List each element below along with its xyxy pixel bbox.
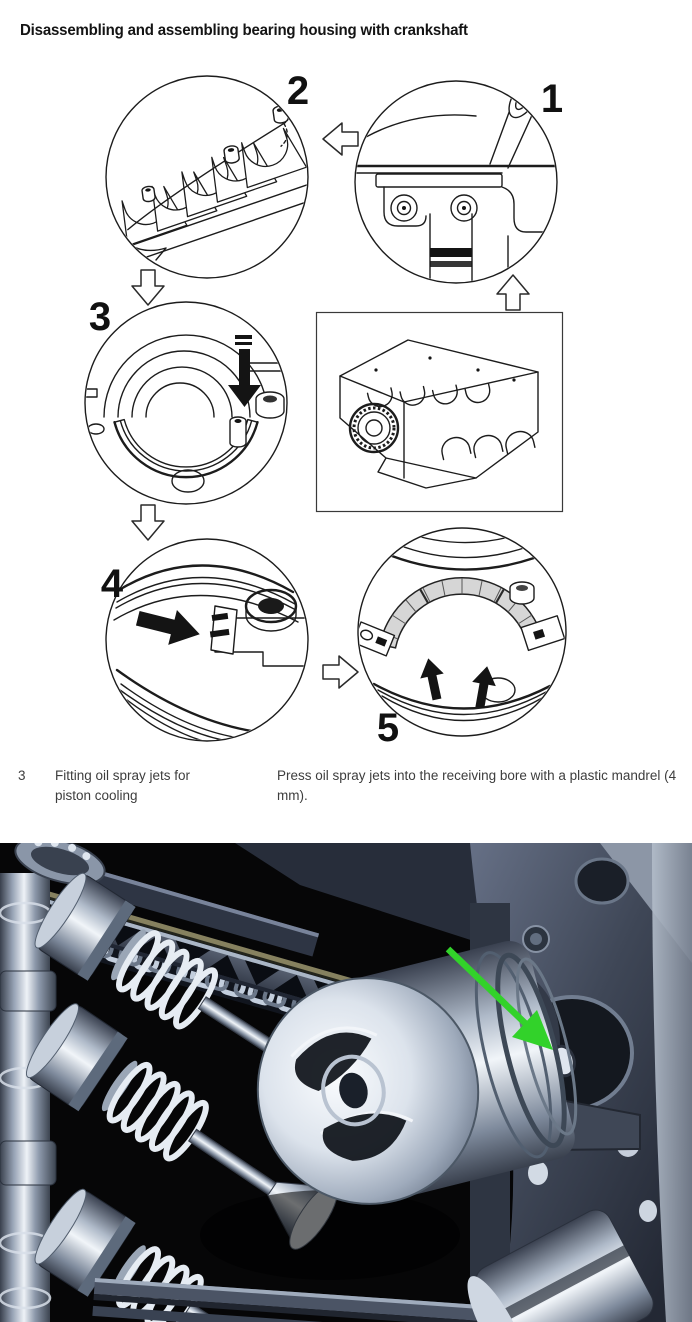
caption-instruction: Press oil spray jets into the receiving …: [277, 768, 677, 803]
point-arrow-icon: [472, 666, 496, 709]
arrow-left-icon: [322, 122, 359, 156]
bolt-icon: [390, 194, 418, 222]
arrow-right-icon: [322, 655, 359, 689]
cam-sprocket-icon: [14, 843, 106, 886]
valve-assembly: [34, 872, 283, 1059]
receiving-bore-boss: [244, 588, 298, 632]
engine-cutaway-photo: [0, 843, 692, 1322]
head-casting-beam: [235, 843, 530, 943]
arrow-down-icon: [131, 269, 165, 306]
press-direction-arrow-icon: [228, 349, 261, 407]
step-figure-3-press-jet: 3: [84, 295, 288, 505]
workflow-diagram: 2: [84, 69, 567, 750]
engine-block-frame: [315, 311, 564, 513]
oil-jet-icon: [229, 416, 247, 448]
lower-piston: [467, 1209, 654, 1322]
step-number-2: 2: [287, 69, 309, 113]
caption-item-number: 3: [18, 768, 26, 783]
step-number-4: 4: [101, 562, 124, 606]
piston: [256, 941, 578, 1205]
lower-rail: [92, 1278, 485, 1322]
bolt-icon: [450, 194, 478, 222]
point-arrow-icon: [135, 609, 200, 645]
oil-jet-icon: [223, 145, 240, 164]
step-figure-4-jet-detail: 4: [101, 538, 309, 742]
receiving-bore-boss: [255, 391, 285, 419]
oil-jet-icon: [141, 185, 156, 203]
caption-item-title: Fitting oil spray jets for piston coolin…: [55, 768, 191, 803]
step-number-1: 1: [541, 77, 563, 121]
step-figure-1-joint-detail: 1: [354, 77, 563, 284]
valve-assembly: [26, 1003, 338, 1250]
valve-spring: [116, 930, 219, 1030]
crankshaft-flange-icon: [348, 402, 400, 454]
step-figure-5-bearing-shell: 5: [357, 527, 567, 750]
page-title: Disassembling and assembling bearing hou…: [20, 22, 468, 39]
green-pointer-arrow-icon: [445, 946, 553, 1050]
step-number-5: 5: [377, 706, 399, 750]
arrow-down-icon: [131, 504, 165, 541]
arrow-up-icon: [496, 274, 530, 311]
step-figure-2-bearing-housing: 2: [105, 69, 309, 279]
step-number-3: 3: [89, 295, 111, 339]
point-arrow-icon: [420, 658, 444, 701]
bolt-boss: [509, 581, 535, 605]
